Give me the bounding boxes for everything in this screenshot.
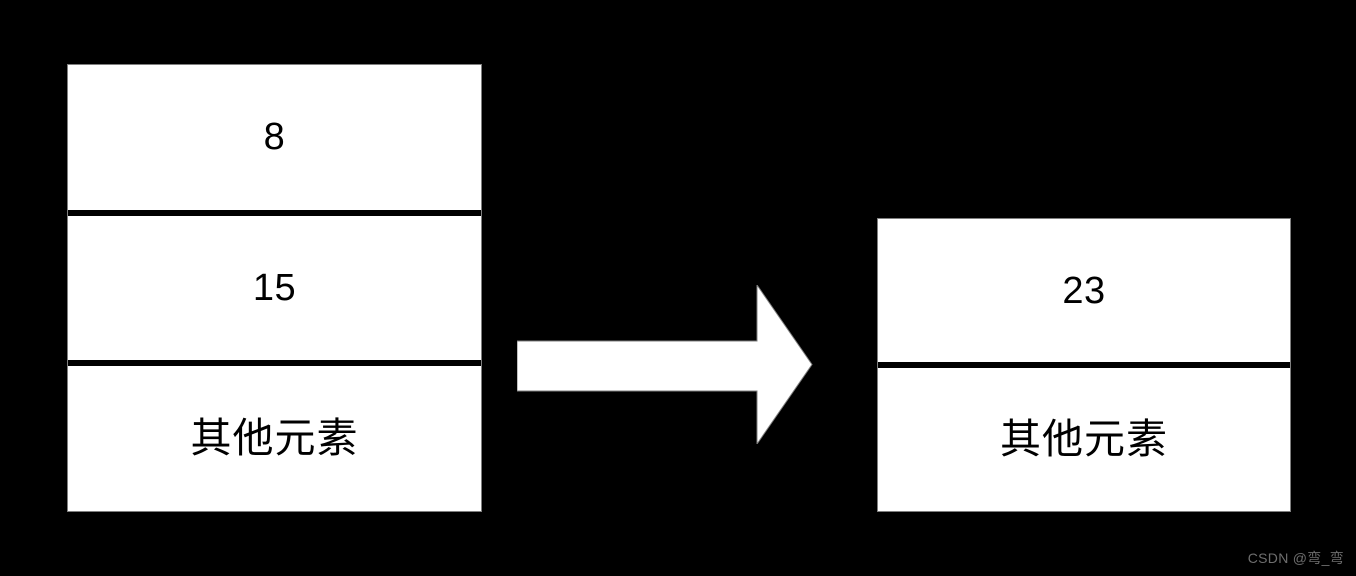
before-cell-1: 15 [68, 209, 481, 361]
before-cell-2-label: 其他元素 [190, 415, 359, 462]
before-cell-2: 其他元素 [68, 360, 481, 512]
before-cell-0: 8 [68, 65, 481, 210]
after-cell-0: 23 [878, 219, 1290, 362]
after-cell-1: 其他元素 [878, 362, 1290, 511]
after-cell-0-label: 23 [1062, 269, 1106, 312]
before-state-stack: 8 15 其他元素 [67, 64, 482, 512]
right-arrow-icon [517, 285, 813, 444]
after-cell-1-label: 其他元素 [1000, 416, 1168, 462]
before-cell-0-label: 8 [263, 116, 286, 159]
watermark-text: CSDN @弯_弯 [1247, 550, 1344, 566]
before-cell-1-label: 15 [252, 267, 297, 309]
after-state-stack: 23 其他元素 [877, 218, 1291, 512]
